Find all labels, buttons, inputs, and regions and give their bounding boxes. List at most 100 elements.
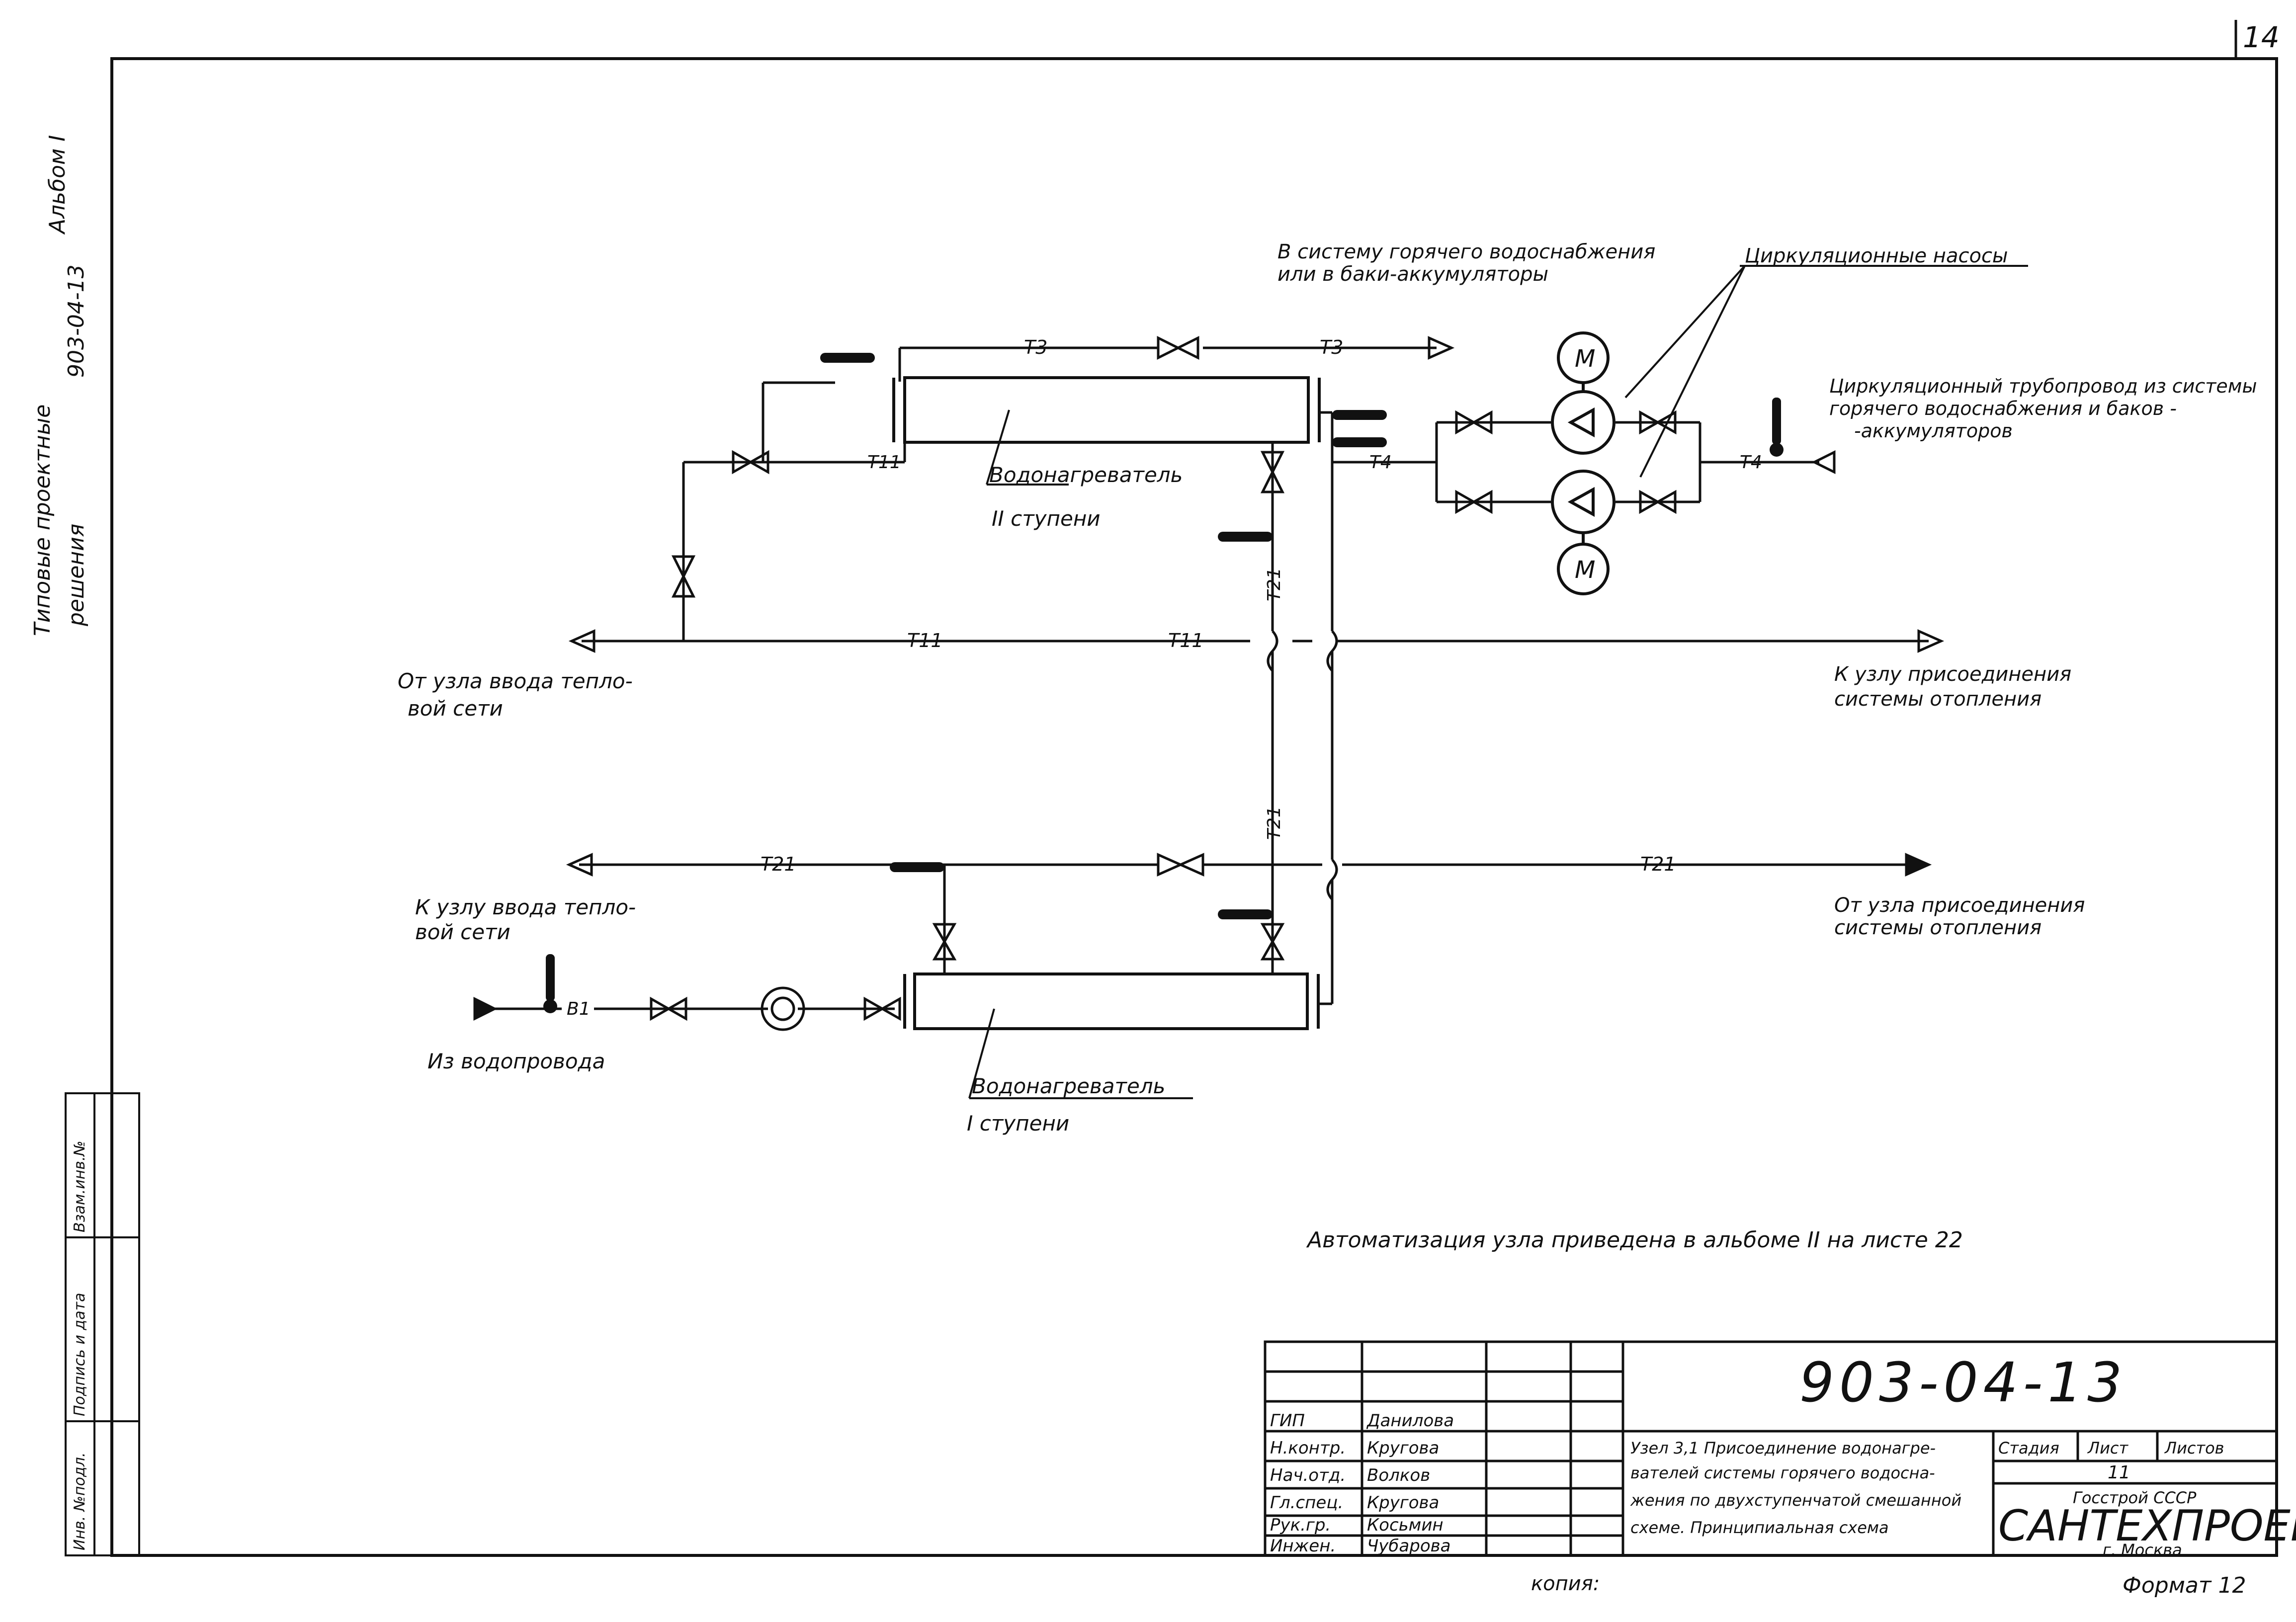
arrow-left-t11 xyxy=(568,629,595,653)
piping xyxy=(485,346,1929,1030)
sheets-label: Листов xyxy=(2164,1439,2224,1458)
format-label: Формат 12 xyxy=(2123,1573,2246,1598)
org-city: г. Москва xyxy=(2103,1541,2182,1559)
regulator-valve xyxy=(732,450,769,475)
pressure-gauge-icons xyxy=(820,353,1387,919)
role-3: Нач.отд. xyxy=(1270,1465,1346,1485)
arrow-right-t21 xyxy=(1905,853,1932,877)
pipe-t21-main-2: Т21 xyxy=(1640,853,1676,875)
from-heating-label-1: От узла присоединения xyxy=(1834,894,2085,917)
motor-upper xyxy=(1557,331,1610,392)
pipe-t21-riser-2: Т21 xyxy=(1264,806,1284,840)
heater1-label-2: I ступени xyxy=(967,1111,1069,1135)
gate-valve-heater1-left xyxy=(932,923,957,961)
sheet-frame xyxy=(110,20,2278,1557)
desc-line-2: вателей системы горячего водосна- xyxy=(1630,1463,1935,1482)
heater2-label-2: II ступени xyxy=(992,506,1101,531)
side-title-line1: Типовые проектные xyxy=(30,405,55,636)
hot-supply-label-1: В систему горячего водоснабжения xyxy=(1277,241,1655,263)
pipe-t21-main-1: Т21 xyxy=(761,853,796,875)
check-valve-b1 xyxy=(863,996,901,1021)
pipe-t11-main-1: Т11 xyxy=(907,630,943,651)
circ-pumps-label: Циркуляционные насосы xyxy=(1745,244,2008,267)
desc-line-4: схеме. Принципиальная схема xyxy=(1630,1518,1889,1537)
heater2-label-1: Водонагреватель xyxy=(989,463,1183,487)
flow-arrows xyxy=(473,336,1945,1021)
org-name: САНТЕХПРОЕКТ xyxy=(1998,1501,2296,1551)
gate-valve-t21 xyxy=(1157,853,1204,877)
circ-pipe-label-1: Циркуляционный трубопровод из системы xyxy=(1829,375,2257,397)
margin-replace-inv: Взам.инв.№ xyxy=(71,1140,88,1232)
name-3: Волков xyxy=(1367,1465,1430,1485)
motor-lower-label: М xyxy=(1575,556,1595,584)
thermometer-icons xyxy=(543,398,1784,1013)
from-water-label: Из водопровода xyxy=(427,1049,605,1073)
schematic-labels: В систему горячего водоснабжения или в б… xyxy=(398,241,2257,1253)
name-2: Кругова xyxy=(1367,1438,1439,1458)
margin-block xyxy=(65,1092,140,1556)
pipe-t11-heater: Т11 xyxy=(867,452,901,473)
arrow-left-t4 xyxy=(1811,450,1836,475)
sheet-label: Лист xyxy=(2087,1439,2128,1458)
name-5: Косьмин xyxy=(1367,1515,1444,1535)
to-heating-label-2: системы отопления xyxy=(1834,688,2041,711)
pipe-t3-right: Т3 xyxy=(1320,336,1343,358)
role-2: Н.контр. xyxy=(1270,1438,1346,1458)
role-6: Инжен. xyxy=(1270,1536,1336,1556)
side-code: 903-04-13 xyxy=(64,264,89,378)
margin-inv-no: Инв. №подл. xyxy=(71,1453,88,1550)
pipe-b1: В1 xyxy=(567,999,591,1019)
to-input-label-1: К узлу ввода тепло- xyxy=(415,895,636,919)
name-4: Кругова xyxy=(1367,1493,1439,1513)
side-title-line2: решения xyxy=(64,524,89,627)
pipe-codes: Т3 Т3 Т11 Т11 Т11 Т4 Т4 Т21 Т21 Т21 Т21 … xyxy=(567,336,1762,1019)
role-4: Гл.спец. xyxy=(1270,1493,1343,1513)
circulation-pump-lower xyxy=(1551,470,1616,534)
role-5: Рук.гр. xyxy=(1270,1515,1331,1535)
stage-label: Стадия xyxy=(1998,1439,2059,1458)
circ-pipe-label-3: -аккумуляторов xyxy=(1854,420,2013,442)
from-input-label-1: От узла ввода тепло- xyxy=(398,669,633,693)
hot-supply-label-2: или в баки-аккумуляторы xyxy=(1277,263,1548,286)
arrow-left-t21 xyxy=(566,853,593,877)
arrow-right-t3 xyxy=(1428,336,1455,360)
arrow-right-b1 xyxy=(473,996,498,1021)
name-6: Чубарова xyxy=(1367,1536,1451,1556)
leader-lines xyxy=(968,265,2028,1099)
gate-valve-heater2 xyxy=(1260,451,1285,493)
from-input-label-2: вой сети xyxy=(408,696,503,721)
from-heating-label-2: системы отопления xyxy=(1834,916,2041,939)
arrow-right-t11 xyxy=(1917,629,1945,653)
pipe-t11-main-2: Т11 xyxy=(1168,630,1204,651)
title-block xyxy=(1264,1340,2278,1557)
side-album: Альбом I xyxy=(45,135,70,235)
pipe-t4-left: Т4 xyxy=(1369,452,1392,473)
title-block-text: 903-04-13 ГИП Н.контр. Нач.отд. Гл.спец.… xyxy=(1270,1351,2296,1559)
water-meter-icon xyxy=(761,986,805,1031)
pipe-t3-left: Т3 xyxy=(1024,336,1047,358)
to-input-label-2: вой сети xyxy=(415,920,510,944)
org-top: Госстрой СССР xyxy=(2073,1488,2197,1507)
circulation-pump-upper xyxy=(1551,390,1616,455)
automation-note: Автоматизация узла приведена в альбоме I… xyxy=(1306,1227,1963,1253)
circ-pipe-label-2: горячего водоснабжения и баков - xyxy=(1829,398,2177,419)
heater1-label-1: Водонагреватель xyxy=(972,1074,1165,1098)
page-number: 14 xyxy=(2243,20,2280,54)
copy-label: копия: xyxy=(1531,1572,1600,1595)
pipe-t21-riser-1: Т21 xyxy=(1264,568,1284,601)
motor-lower xyxy=(1557,533,1610,595)
desc-line-3: жения по двухступенчатой смешанной xyxy=(1630,1491,1961,1510)
pipe-t4-right: Т4 xyxy=(1740,452,1762,473)
to-heating-label-1: К узлу присоединения xyxy=(1834,663,2071,686)
role-1: ГИП xyxy=(1270,1411,1305,1431)
gate-valve-riser xyxy=(671,555,696,598)
gate-valve-t3 xyxy=(1157,335,1199,360)
motor-upper-label: М xyxy=(1575,345,1595,373)
desc-line-1: Узел 3,1 Присоединение водонагре- xyxy=(1630,1439,1936,1458)
name-1: Данилова xyxy=(1366,1411,1454,1431)
gate-valve-b1 xyxy=(650,996,687,1021)
title-block-code: 903-04-13 xyxy=(1799,1351,2127,1414)
margin-signature-date: Подпись и дата xyxy=(71,1293,88,1417)
